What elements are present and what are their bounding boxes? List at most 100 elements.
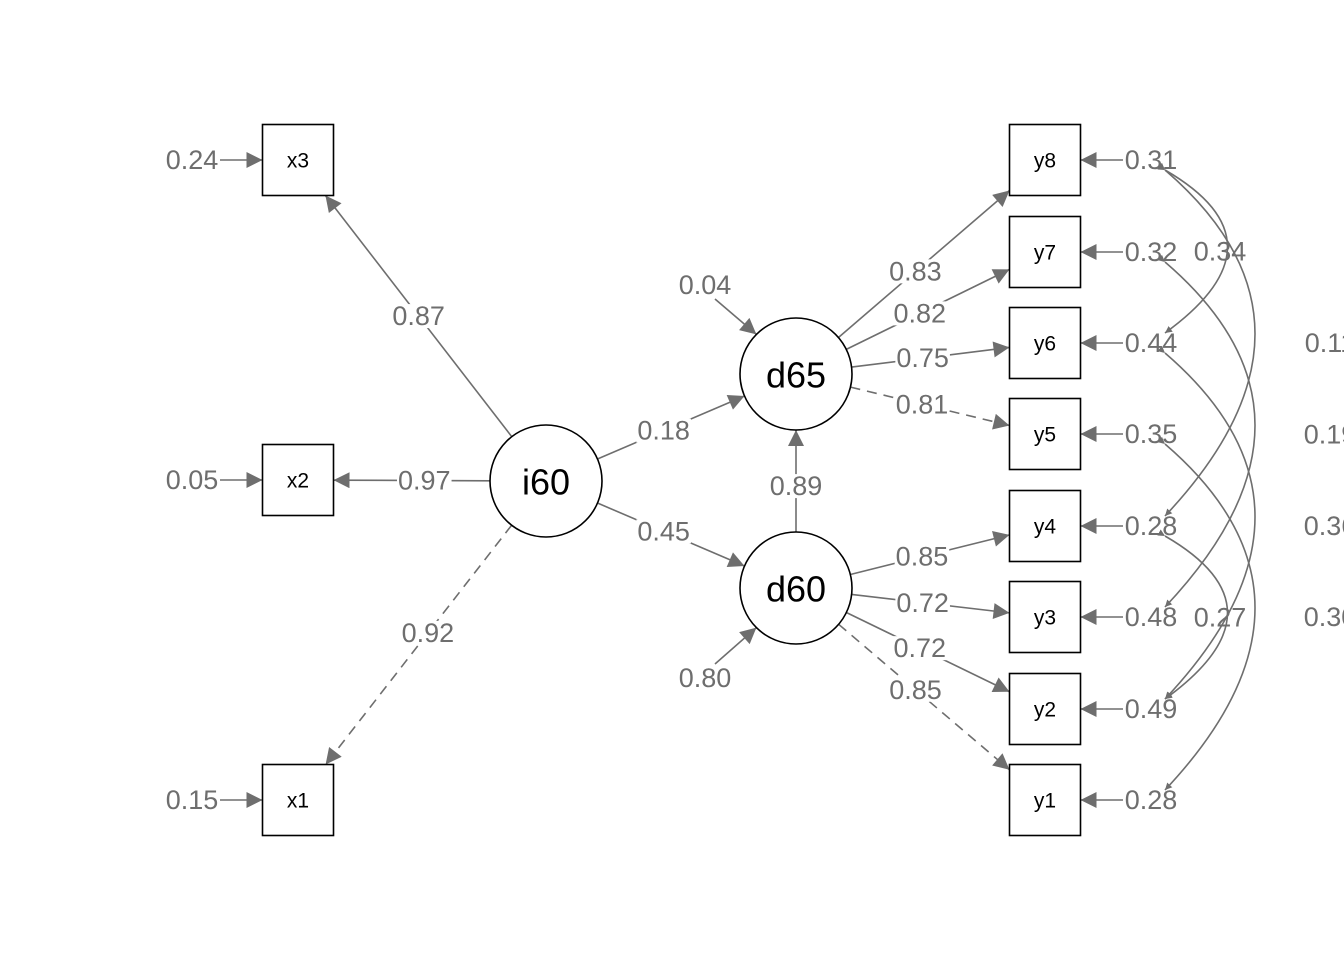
observed-label: y8 (1034, 150, 1056, 173)
residual-label-y6: 0.44 (1125, 328, 1178, 358)
observed-node-y8: y8 (1008, 123, 1082, 197)
observed-label: y4 (1034, 516, 1057, 539)
latent-label: d65 (766, 355, 826, 396)
loading-i60-x3-label: 0.87 (392, 301, 445, 331)
covariance-label-y4-y2: 0.27 (1194, 603, 1247, 633)
loading-d60-y1-label-bg (888, 677, 943, 702)
regression-i60-d60-label: 0.45 (637, 516, 690, 546)
latent-circle (739, 531, 853, 645)
observed-node-x1: x1 (261, 763, 335, 837)
observed-label: x2 (287, 470, 309, 493)
covariance-label-y8-y4: 0.11 (1305, 328, 1344, 358)
loading-d65-y7-label-bg (892, 301, 948, 326)
regression-i60-d65-label-bg (636, 418, 691, 443)
observed-node-y7: y7 (1008, 215, 1082, 289)
observed-node-x3: x3 (261, 123, 335, 197)
loading-i60-x1-label-bg (400, 620, 456, 645)
residual-label-y5: 0.35 (1125, 419, 1178, 449)
observed-node-y6: y6 (1008, 306, 1082, 380)
latent-node-i60: i60 (489, 424, 603, 538)
observed-label: y5 (1034, 424, 1056, 447)
observed-box (1008, 489, 1082, 563)
observed-node-y4: y4 (1008, 489, 1082, 563)
loading-d60-y3-label-bg (895, 590, 950, 615)
loading-d65-y8-label: 0.83 (889, 256, 942, 286)
regression-i60-d60-label-bg (636, 519, 691, 544)
observed-box (1008, 397, 1082, 471)
residual-arrow-d60 (714, 626, 757, 665)
observed-box (1008, 580, 1082, 654)
residual-label-y3: 0.48 (1125, 602, 1178, 632)
loading-d65-y7-label: 0.82 (893, 298, 946, 328)
loading-d65-y6-label-bg (895, 346, 950, 371)
observed-label: x1 (287, 790, 309, 813)
latent-circle (739, 317, 853, 431)
observed-node-y5: y5 (1008, 397, 1082, 471)
residual-label-y4: 0.28 (1125, 511, 1178, 541)
loading-d60-y2-label: 0.72 (893, 633, 946, 663)
loading-d60-y4-label: 0.85 (896, 542, 949, 572)
observed-node-y1: y1 (1008, 763, 1082, 837)
latent-label: d60 (766, 569, 826, 610)
residual-label-y7: 0.32 (1125, 237, 1178, 267)
regression-d60-d65-label-bg (768, 474, 824, 499)
residual-label-x2: 0.05 (166, 465, 219, 495)
loading-d65-y5-label: 0.81 (896, 389, 949, 419)
observed-node-y2: y2 (1008, 672, 1082, 746)
covariance-label-y7-y3: 0.19 (1304, 420, 1344, 450)
covariance-label-y5-y1: 0.30 (1304, 602, 1344, 632)
observed-node-x2: x2 (261, 443, 335, 517)
residual-label-d65: 0.04 (679, 270, 732, 300)
loading-d65-y8-label-bg (888, 259, 943, 284)
observed-box (1008, 672, 1082, 746)
observed-label: y7 (1034, 242, 1056, 265)
loading-d60-y1-label: 0.85 (889, 675, 942, 705)
covariance-label-y6-y2: 0.36 (1304, 511, 1344, 541)
loading-i60-x2-label-bg (396, 468, 452, 493)
covariance-y6-y2 (1157, 345, 1256, 700)
residual-label-y1: 0.28 (1125, 785, 1178, 815)
loading-d60-y2-label-bg (892, 636, 948, 661)
loading-d65-y6-label: 0.75 (896, 343, 949, 373)
regression-i60-d65-label: 0.18 (637, 416, 690, 446)
latent-node-d60: d60 (739, 531, 853, 645)
latent-node-d65: d65 (739, 317, 853, 431)
observed-box (261, 443, 335, 517)
residual-label-x1: 0.15 (166, 785, 219, 815)
loading-d65-y5-label-bg (894, 392, 950, 417)
observed-box (1008, 763, 1082, 837)
loading-i60-x1-label: 0.92 (402, 618, 455, 648)
observed-label: y3 (1034, 607, 1056, 630)
residual-label-y2: 0.49 (1125, 694, 1178, 724)
loading-i60-x2-label: 0.97 (398, 466, 451, 496)
nodes-layer: x3 x2 x1 y8 y7 y6 y5 y4 y3 y2 y1 i60 d65 d60 (261, 123, 1082, 837)
latent-label: i60 (522, 462, 570, 503)
residual-label-x3: 0.24 (166, 145, 219, 175)
observed-box (1008, 306, 1082, 380)
residual-label-y8: 0.31 (1125, 145, 1178, 175)
observed-box (261, 763, 335, 837)
edge-labels-layer: 0.870.970.920.830.820.750.810.850.720.72… (166, 145, 1344, 815)
observed-box (261, 123, 335, 197)
observed-box (1008, 123, 1082, 197)
observed-label: x3 (287, 150, 309, 173)
covariance-y4-y2 (1157, 529, 1229, 700)
observed-label: y1 (1034, 790, 1056, 813)
edges-layer (220, 152, 1256, 808)
covariance-y8-y4 (1157, 162, 1256, 517)
loading-d65-y5 (850, 386, 1010, 430)
loading-d60-y4-label-bg (894, 544, 950, 569)
covariance-y7-y3 (1157, 254, 1256, 608)
latent-circle (489, 424, 603, 538)
loading-d60-y1 (838, 623, 1011, 771)
residual-label-d60: 0.80 (679, 663, 732, 693)
covariance-label-y8-y6: 0.34 (1194, 237, 1247, 267)
covariance-y8-y6 (1157, 163, 1229, 334)
observed-box (1008, 215, 1082, 289)
observed-label: y6 (1034, 333, 1056, 356)
loading-i60-x3-label-bg (391, 304, 446, 329)
observed-node-y3: y3 (1008, 580, 1082, 654)
covariance-y5-y1 (1157, 436, 1256, 791)
residual-arrow-d65 (714, 298, 757, 336)
